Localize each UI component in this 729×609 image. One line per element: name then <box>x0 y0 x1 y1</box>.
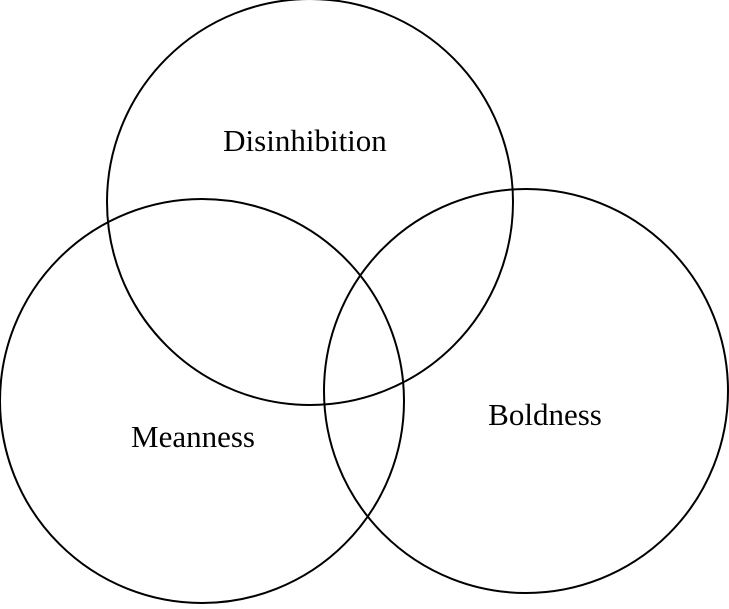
disinhibition-circle <box>106 0 514 406</box>
meanness-label: Meanness <box>131 419 255 454</box>
disinhibition-label: Disinhibition <box>223 123 387 158</box>
boldness-circle <box>323 188 729 594</box>
boldness-label: Boldness <box>488 397 602 432</box>
meanness-circle <box>0 198 405 604</box>
